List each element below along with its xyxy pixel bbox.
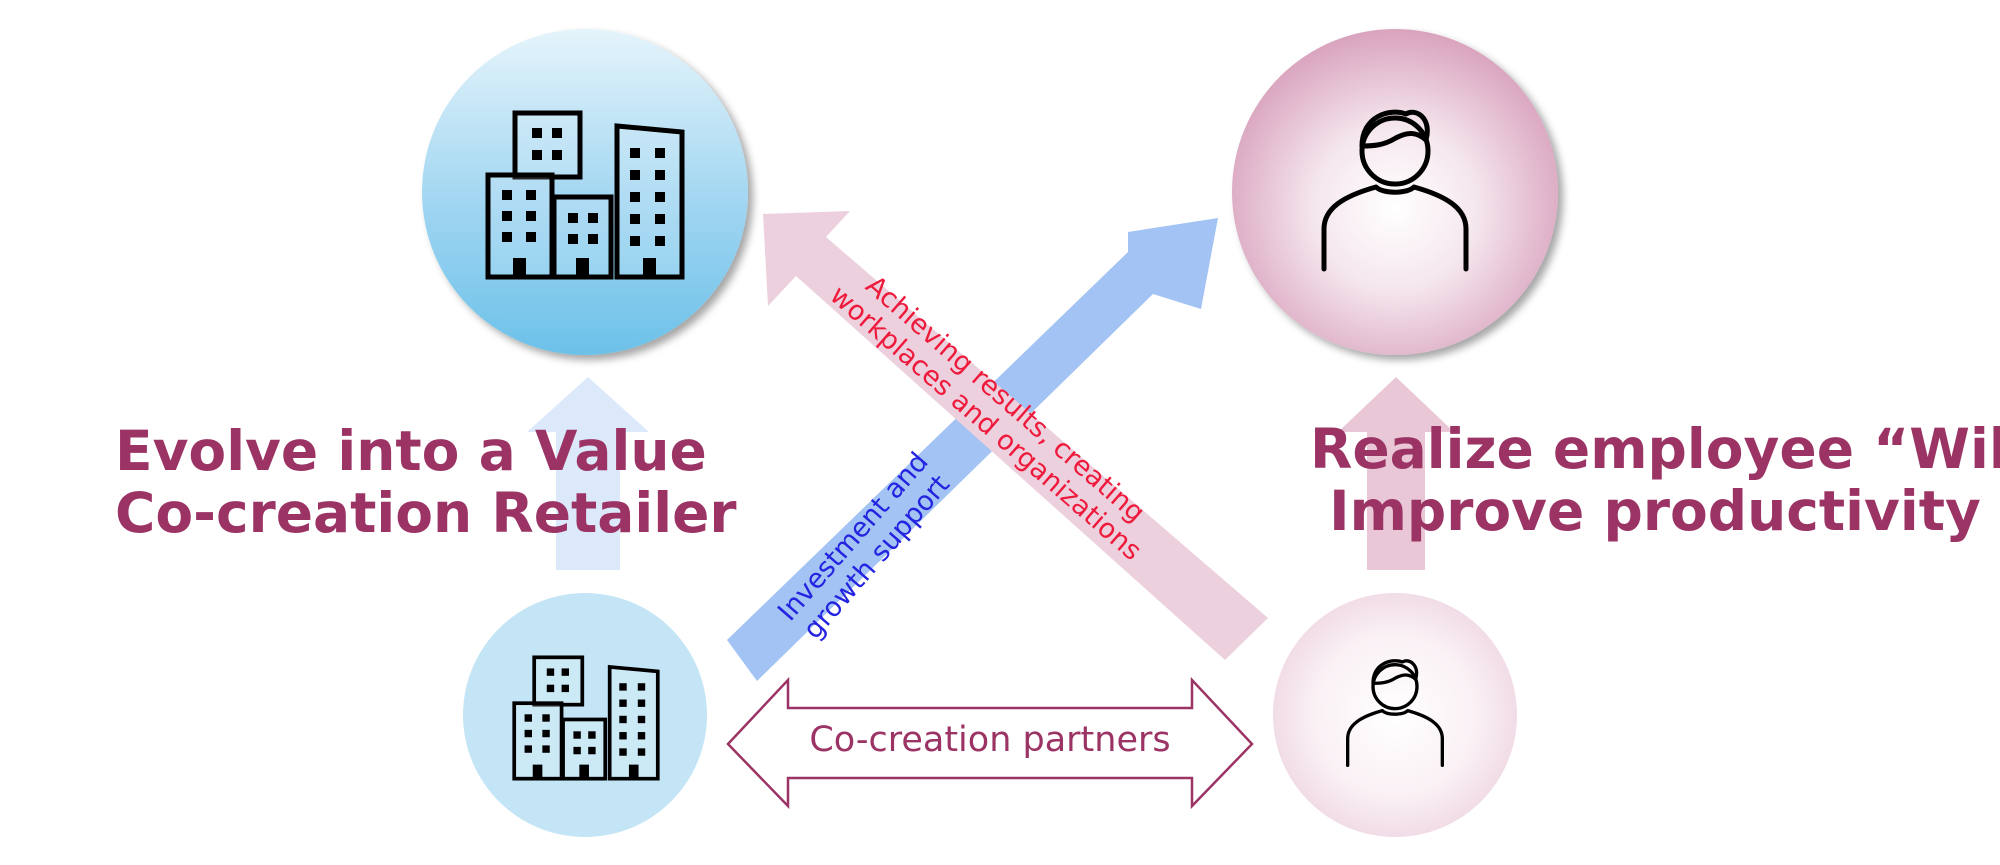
partners-arrow — [726, 676, 1254, 810]
employee-circle-large — [1232, 29, 1558, 355]
achievement-arrow — [763, 211, 1268, 660]
company-circle-large — [422, 29, 748, 355]
up-arrow-right — [1338, 377, 1454, 570]
heading-left-line-1: Evolve into a Value — [115, 419, 707, 483]
heading-right-line-1: Realize employee “Will” — [1310, 417, 2000, 481]
employee-circle-small — [1273, 593, 1517, 837]
heading-employee-will: Realize employee “Will” Improve producti… — [1310, 418, 2000, 542]
investment-arrow — [727, 218, 1218, 681]
heading-value-cocreation: Evolve into a Value Co-creation Retailer — [115, 420, 737, 544]
partners-label: Co-creation partners — [809, 720, 1171, 760]
company-circle-small — [463, 593, 707, 837]
heading-right-line-2: Improve productivity — [1329, 479, 1981, 543]
up-arrow-left — [527, 377, 649, 570]
heading-left-line-2: Co-creation Retailer — [115, 481, 737, 545]
